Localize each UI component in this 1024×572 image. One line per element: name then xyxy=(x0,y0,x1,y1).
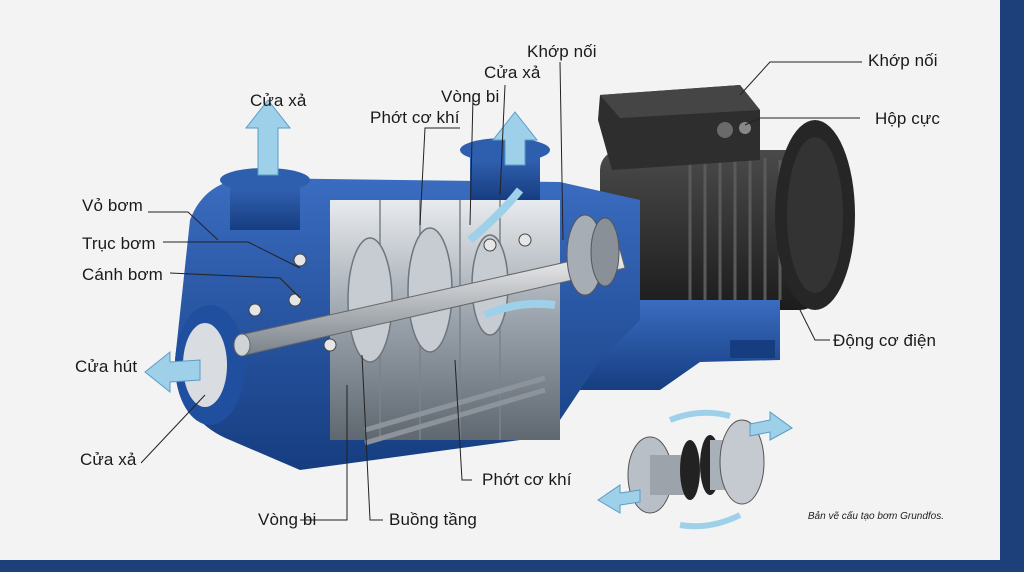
tie-rods xyxy=(364,375,546,446)
electric-motor xyxy=(600,120,855,310)
label-vong-bi-top: Vòng bi xyxy=(441,87,500,106)
label-vong-bi-bottom: Vòng bi xyxy=(258,510,317,529)
label-phot-co-khi-top: Phớt cơ khí xyxy=(370,108,460,127)
pump-illustration xyxy=(140,61,862,530)
label-vo-bom: Vỏ bơm xyxy=(82,196,143,215)
leader-lines xyxy=(140,61,862,521)
label-phot-co-khi-bottom: Phớt cơ khí xyxy=(482,470,572,489)
label-cua-xa-top: Cửa xả xyxy=(250,91,307,110)
bearings xyxy=(248,233,532,352)
label-cua-xa-middle: Cửa xả xyxy=(484,63,541,82)
shaft-coupling xyxy=(566,214,620,296)
label-canh-bom: Cánh bơm xyxy=(82,265,163,284)
label-dong-co-dien: Động cơ điện xyxy=(833,331,937,350)
label-truc-bom: Trục bơm xyxy=(82,234,156,253)
pump-shaft xyxy=(233,249,626,357)
terminal-box xyxy=(598,85,760,170)
label-cua-xa-bottom: Cửa xả xyxy=(80,450,137,469)
figure-caption: Bản vẽ cấu tạo bơm Grundfos. xyxy=(807,511,944,522)
label-khop-noi-top: Khớp nối xyxy=(527,42,597,61)
coupling-inset xyxy=(597,409,793,530)
flow-arrows xyxy=(144,99,556,394)
label-khop-noi-right: Khớp nối xyxy=(868,51,938,70)
diagram-panel: Cửa xả Vỏ bơm Trục bơm Cánh bơm Cửa hút … xyxy=(0,0,1000,560)
label-hop-cuc: Hộp cực xyxy=(875,109,940,128)
outlet-flanges xyxy=(220,138,550,230)
label-buong-tang: Buồng tầng xyxy=(389,510,477,529)
label-cua-hut: Cửa hút xyxy=(75,357,138,376)
